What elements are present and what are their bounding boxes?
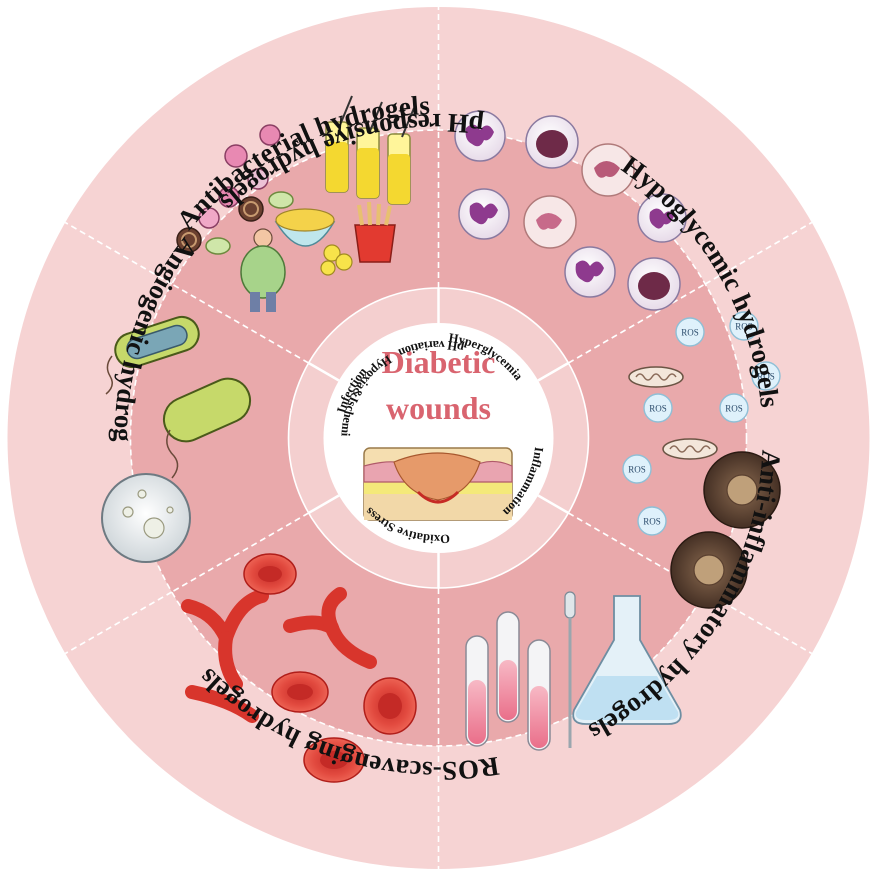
damaged-cell-icon bbox=[670, 451, 781, 609]
mitochondria-icon bbox=[628, 366, 718, 460]
hypoglycemic-illustration bbox=[176, 95, 415, 312]
pipette-icon bbox=[564, 591, 576, 748]
ros-badge: ROS bbox=[637, 506, 667, 536]
candy-icon bbox=[198, 124, 281, 229]
red-blood-cell-icon bbox=[243, 553, 417, 783]
sector-divider bbox=[171, 512, 309, 593]
anti-inflammatory-illustration bbox=[454, 110, 687, 311]
ring-boundary bbox=[287, 287, 590, 589]
ros-badge-label: ROS bbox=[735, 322, 753, 332]
sector-divider bbox=[307, 361, 340, 382]
center-title-line1: Diabetic bbox=[382, 344, 496, 380]
sector-divider bbox=[307, 494, 340, 515]
sector-divider bbox=[537, 494, 570, 515]
ros-badge: ROS bbox=[751, 361, 781, 391]
ros-badge-bubble bbox=[643, 393, 673, 423]
bacterium-icon bbox=[105, 315, 252, 479]
ros-badge-bubble bbox=[751, 361, 781, 391]
ros-badge-label: ROS bbox=[681, 328, 699, 338]
wound-cross-section-icon bbox=[363, 447, 513, 521]
ros-badge-bubble bbox=[637, 506, 667, 536]
ros-badge: ROS bbox=[675, 317, 705, 347]
flask-icon bbox=[572, 595, 682, 725]
test-tube-icon bbox=[465, 611, 551, 751]
antibacterial-illustration bbox=[101, 315, 252, 563]
sector-divider bbox=[64, 221, 173, 285]
soda-glasses-icon bbox=[325, 95, 415, 205]
ros-badge: ROS bbox=[719, 393, 749, 423]
ros-badge-bubble bbox=[729, 311, 759, 341]
angiogenic-illustration bbox=[181, 553, 417, 783]
sector-divider bbox=[568, 283, 706, 364]
ros-badge-bubble bbox=[675, 317, 705, 347]
ros-badge-label: ROS bbox=[643, 517, 661, 527]
ph-responsive-illustration bbox=[465, 591, 682, 751]
sector-divider bbox=[171, 283, 309, 364]
lollipop-swirl-icon bbox=[176, 191, 294, 255]
person-icon bbox=[240, 228, 286, 312]
blood-vessel-icon bbox=[181, 587, 377, 723]
petri-dish-icon bbox=[101, 473, 191, 563]
fries-icon bbox=[354, 201, 396, 263]
ring-boundary bbox=[129, 129, 748, 747]
ros-badge: ROS bbox=[643, 393, 673, 423]
ros-badge-label: ROS bbox=[757, 372, 775, 382]
ros-badges: ROS ROS ROS ROS ROS ROS ROS bbox=[622, 311, 781, 536]
ros-badge: ROS bbox=[622, 454, 652, 484]
ros-badge-bubble bbox=[719, 393, 749, 423]
snack-bowl-icon bbox=[274, 208, 353, 276]
ros-badge-label: ROS bbox=[725, 404, 743, 414]
neutrophil-cell-icon bbox=[454, 110, 687, 311]
ros-badge-bubble bbox=[622, 454, 652, 484]
sector-divider bbox=[537, 361, 570, 382]
ros-badge-label: ROS bbox=[628, 465, 646, 475]
ros-badge-label: ROS bbox=[649, 404, 667, 414]
sector-divider bbox=[704, 221, 813, 285]
ros-badge: ROS bbox=[729, 311, 759, 341]
ros-scavenging-illustration: ROS ROS ROS ROS ROS ROS ROS bbox=[622, 311, 781, 609]
center-title-line2: wounds bbox=[386, 390, 491, 426]
sector-divider bbox=[64, 591, 173, 655]
